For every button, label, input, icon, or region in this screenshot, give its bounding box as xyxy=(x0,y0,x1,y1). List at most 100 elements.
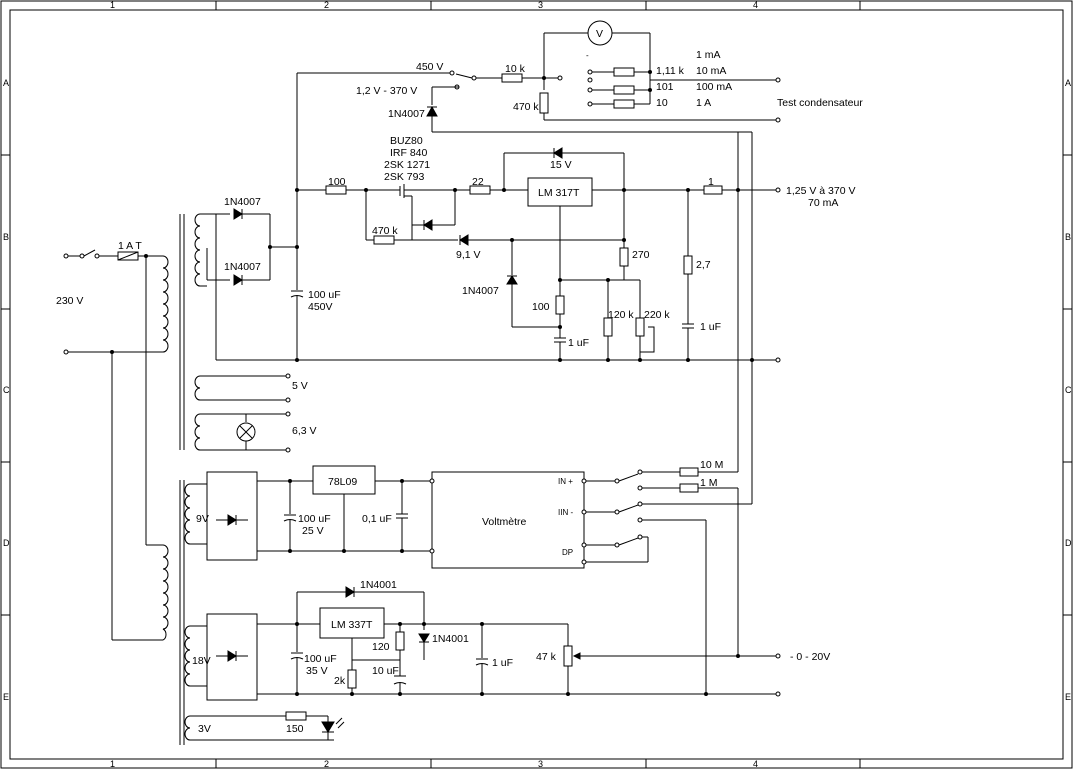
grid-col-label: 2 xyxy=(324,0,329,10)
diode-label: 1N4007 xyxy=(462,285,499,297)
resistor-470k-meter xyxy=(539,92,549,114)
diode-label: 1N4001 xyxy=(432,633,469,645)
range-label: 1 A xyxy=(696,97,711,109)
shunt-label: 1,11 k xyxy=(656,65,685,77)
grid-row-label: C xyxy=(1065,385,1072,395)
resistor-label: 270 xyxy=(632,249,650,261)
resistor-label: 22 xyxy=(472,176,484,188)
secondary-label: 5 V xyxy=(292,380,308,392)
resistor-label: 10 M xyxy=(700,459,723,471)
capacitor-voltage: 35 V xyxy=(306,665,328,677)
resistor-label: 150 xyxy=(286,723,304,735)
regulator-label: LM 337T xyxy=(331,619,373,631)
capacitor-label: 100 uF xyxy=(304,653,337,665)
grid-labels: 1 2 3 4 1 2 3 4 A B C D E A B C D E xyxy=(3,0,1072,769)
resistor-150 xyxy=(285,711,307,721)
range-label: 100 mA xyxy=(696,81,732,93)
transformer-2-primary xyxy=(162,480,185,745)
selector-label: 1,2 V - 370 V xyxy=(356,85,417,97)
resistor-470k-gate xyxy=(373,235,395,245)
voltmeter-symbol-label: V xyxy=(596,28,603,40)
range-label: 10 mA xyxy=(696,65,726,77)
mains-input: 1 A T 230 V xyxy=(56,240,163,641)
mosfet-label: BUZ80 xyxy=(390,135,423,147)
regulator-78l09 xyxy=(312,465,376,495)
resistor-label: 120 xyxy=(372,641,390,653)
grid-row-label: D xyxy=(3,538,10,548)
resistor-10m xyxy=(679,467,699,477)
lm317-regulator xyxy=(527,177,593,207)
grid-row-label: A xyxy=(3,78,9,88)
fuse-label: 1 A T xyxy=(118,240,142,252)
secondary-label: 9V xyxy=(196,513,209,525)
capacitor-label: 1 uF xyxy=(568,337,589,349)
voltmetre-module xyxy=(431,471,585,569)
capacitor-label: 0,1 uF xyxy=(362,513,392,525)
terminal-label: DP xyxy=(562,548,573,557)
grid-col-label: 2 xyxy=(324,759,329,769)
capacitor-voltage: 25 V xyxy=(302,525,324,537)
resistor-label: 2,7 xyxy=(696,259,711,271)
regulator-label: 78L09 xyxy=(328,476,357,488)
regulator-label: LM 317T xyxy=(538,187,580,199)
grid-col-label: 3 xyxy=(538,759,543,769)
resistor-270 xyxy=(619,247,629,267)
selector-label: 450 V xyxy=(416,61,443,73)
grid-row-label: B xyxy=(3,232,9,242)
mosfet-label: 2SK 793 xyxy=(384,171,424,183)
minus-sign: - xyxy=(586,51,589,60)
capacitor-label: 1 uF xyxy=(700,321,721,333)
zener-label: 15 V xyxy=(550,159,572,171)
lm337-regulator xyxy=(319,607,385,639)
capacitor-label: 100 uF xyxy=(308,289,341,301)
mosfet-label: 2SK 1271 xyxy=(384,159,430,171)
potentiometer-220k xyxy=(635,317,645,337)
grid-col-label: 1 xyxy=(110,0,115,10)
grid-row-label: C xyxy=(3,385,10,395)
shunt-label: 10 xyxy=(656,97,668,109)
resistor-2k xyxy=(347,669,357,689)
bridge-diodes: 1N4007 1N4007 xyxy=(224,196,297,286)
resistor-label: 1 xyxy=(708,176,714,188)
grid-row-label: E xyxy=(1065,692,1071,702)
aux-secondaries: 5 V 6,3 V xyxy=(194,373,317,453)
diode-label: 1N4007 xyxy=(224,196,261,208)
mosfet-label: IRF 840 xyxy=(390,147,428,159)
potentiometer-47k xyxy=(563,645,573,667)
lv-negative-supply: 18V 1N4001 LM 337T 1N4001 120 100 uF 35 … xyxy=(184,579,830,701)
resistor-100-adj xyxy=(555,295,565,315)
test-condensateur-label: Test condensateur xyxy=(777,97,863,109)
grid-row-label: E xyxy=(3,692,9,702)
resistor-1m xyxy=(679,483,699,493)
hv-filter-capacitor: 100 uF 450V xyxy=(290,73,341,360)
secondary-label: 18V xyxy=(192,655,211,667)
output-hv-label: 1,25 V à 370 V xyxy=(786,185,855,197)
secondary-label: 6,3 V xyxy=(292,425,317,437)
range-selector: 450 V 1,2 V - 370 V 1N4007 10 k 470 k xyxy=(297,33,781,472)
resistor-label: 100 xyxy=(328,176,346,188)
capacitor-label: 100 uF xyxy=(298,513,331,525)
terminal-label: IIN - xyxy=(558,508,573,517)
resistor-2-7 xyxy=(683,255,693,275)
bridge-rectifier-9v xyxy=(206,471,258,561)
output-lv-label: - 0 - 20V xyxy=(790,651,830,663)
resistor-120 xyxy=(395,631,405,651)
grid-row-label: A xyxy=(1065,78,1071,88)
grid-col-label: 3 xyxy=(538,0,543,10)
diode-label: 1N4007 xyxy=(388,108,425,120)
range-label: 1 mA xyxy=(696,49,721,61)
potentiometer-label: 47 k xyxy=(536,651,557,663)
grid-col-label: 4 xyxy=(753,0,758,10)
resistor-label: 120 k xyxy=(608,309,634,321)
diode-label: 1N4001 xyxy=(360,579,397,591)
terminal-label: IN + xyxy=(558,477,573,486)
shunt-label: 101 xyxy=(656,81,674,93)
grid-col-label: 1 xyxy=(110,759,115,769)
capacitor-label: 1 uF xyxy=(492,657,513,669)
resistor-label: 470 k xyxy=(513,101,539,113)
voltmeter-supply: 9V 78L09 100 uF 25 V 0,1 uF Voltmètre IN… xyxy=(184,131,753,694)
grid-col-label: 4 xyxy=(753,759,758,769)
hv-regulator: BUZ80 IRF 840 2SK 1271 2SK 793 100 22 LM… xyxy=(216,132,855,363)
resistor-label: 2k xyxy=(334,675,346,687)
